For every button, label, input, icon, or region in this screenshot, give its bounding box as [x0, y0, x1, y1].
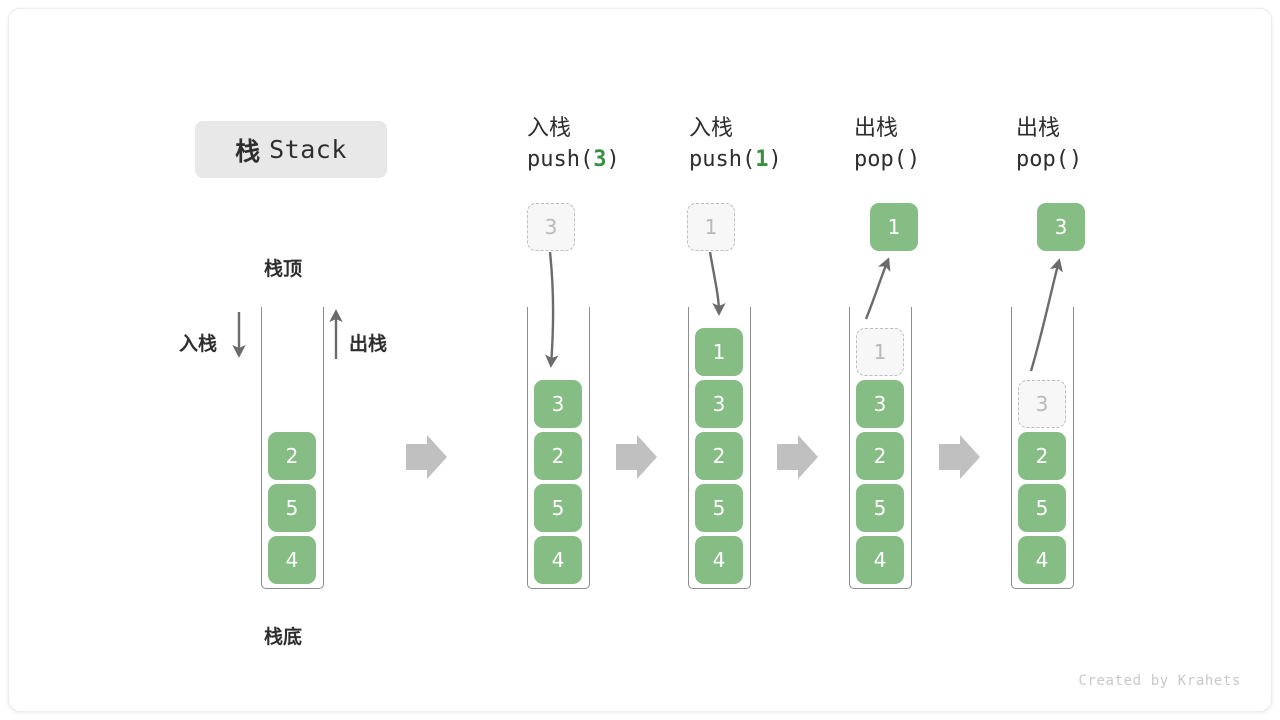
push-side-label: 入栈 [179, 333, 218, 355]
op-code: pop() [1016, 144, 1082, 176]
op-label-push-3: 入栈 push(3) [527, 114, 620, 176]
op-cn: 入栈 [689, 116, 734, 141]
stack-container [527, 307, 590, 589]
code-suffix: ) [1068, 147, 1083, 172]
stack-cell: 5 [856, 484, 904, 532]
stack-cell: 2 [534, 432, 582, 480]
floating-cell: 3 [527, 203, 575, 251]
stack-cell: 3 [534, 380, 582, 428]
stack-cell: 4 [268, 536, 316, 584]
footer-credit: Created by Krahets [1078, 673, 1241, 689]
stack-top-label: 栈顶 [264, 258, 303, 280]
op-code: push(3) [527, 144, 620, 176]
op-label-pop-3: 出栈 pop() [1016, 114, 1082, 176]
stack-cell: 4 [534, 536, 582, 584]
op-cn: 出栈 [1016, 116, 1061, 141]
title-en: Stack [269, 135, 347, 164]
stack-cell: 5 [534, 484, 582, 532]
stack-cell: 5 [1018, 484, 1066, 532]
code-suffix: ) [906, 147, 921, 172]
code-prefix: pop( [854, 147, 907, 172]
transition-arrow [939, 435, 980, 479]
title-badge: 栈 Stack [195, 121, 387, 178]
code-prefix: push( [527, 147, 594, 172]
stack-cell: 5 [695, 484, 743, 532]
stack-cell: 2 [856, 432, 904, 480]
stack-cell: 2 [695, 432, 743, 480]
code-arg: 1 [755, 147, 769, 172]
stack-container [1011, 307, 1074, 589]
code-prefix: pop( [1016, 147, 1069, 172]
stack-cell: 3 [695, 380, 743, 428]
floating-cell: 3 [1037, 203, 1085, 251]
stack-container [849, 307, 912, 589]
transition-arrow [616, 435, 657, 479]
stack-cell: 3 [856, 380, 904, 428]
op-label-push-1: 入栈 push(1) [689, 114, 782, 176]
title-cn: 栈 [235, 136, 261, 166]
stack-cell: 4 [1018, 536, 1066, 584]
stack-container [688, 307, 751, 589]
stack-cell: 4 [856, 536, 904, 584]
code-suffix: ) [768, 147, 782, 172]
stack-container [261, 307, 324, 589]
op-cn: 入栈 [527, 116, 572, 141]
op-code: pop() [854, 144, 920, 176]
arrows-overlay [232, 251, 1063, 479]
floating-cell: 1 [870, 203, 918, 251]
code-prefix: push( [689, 147, 756, 172]
floating-cell: 1 [687, 203, 735, 251]
vacated-ghost-cell: 1 [856, 328, 904, 376]
stack-cell: 2 [268, 432, 316, 480]
stack-cell: 2 [1018, 432, 1066, 480]
stack-cell: 4 [695, 536, 743, 584]
pop-side-label: 出栈 [349, 333, 388, 355]
stack-cell: 5 [268, 484, 316, 532]
op-cn: 出栈 [854, 116, 899, 141]
vacated-ghost-cell: 3 [1018, 380, 1066, 428]
push-1-flow-arrow [708, 251, 726, 316]
diagram-canvas: 栈 Stack 栈顶 入栈 出栈 栈底 2 5 4 入栈 push(3) 3 3… [8, 8, 1272, 712]
transition-arrow [406, 435, 447, 479]
stack-bottom-label: 栈底 [264, 626, 303, 648]
transition-arrow [777, 435, 818, 479]
op-code: push(1) [689, 144, 782, 176]
op-label-pop-1: 出栈 pop() [854, 114, 920, 176]
code-arg: 3 [593, 147, 607, 172]
code-suffix: ) [606, 147, 620, 172]
stack-cell: 1 [695, 328, 743, 376]
